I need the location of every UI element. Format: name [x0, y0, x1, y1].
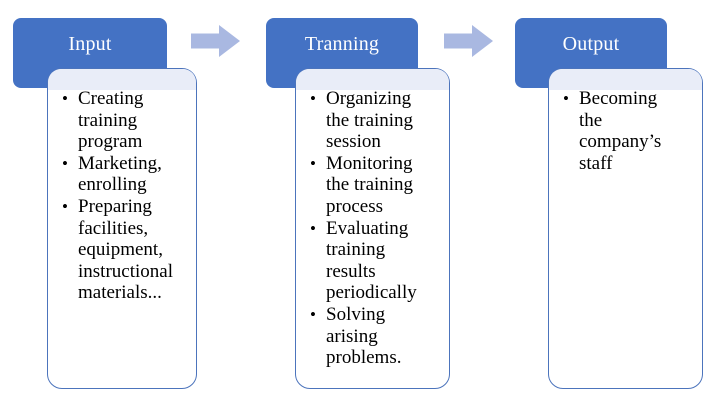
bullet-list: Creating training program Marketing, enr…	[48, 69, 196, 304]
card-top-band	[48, 69, 196, 90]
bullet-item: Evaluating training results periodically	[309, 218, 447, 304]
bullet-item: Creating training program	[61, 88, 194, 153]
bullet-item: Becoming the company’s staff	[562, 88, 700, 174]
stage-card-output: Becoming the company’s staff	[548, 68, 703, 389]
bullet-list: Becoming the company’s staff	[549, 69, 702, 174]
bullet-list: Organizing the training session Monitori…	[296, 69, 449, 369]
bullet-item: Organizing the training session	[309, 88, 447, 153]
bullet-item: Preparing facilities, equipment, instruc…	[61, 196, 194, 304]
bullet-item: Monitoring the training process	[309, 153, 447, 218]
card-top-band	[296, 69, 449, 90]
card-top-band	[549, 69, 702, 90]
arrow-right-icon	[191, 25, 240, 57]
bullet-item: Marketing, enrolling	[61, 153, 194, 196]
arrow-right-icon	[444, 25, 493, 57]
bullet-item: Solving arising problems.	[309, 304, 447, 369]
stage-card-input: Creating training program Marketing, enr…	[47, 68, 197, 389]
stage-card-tranning: Organizing the training session Monitori…	[295, 68, 450, 389]
